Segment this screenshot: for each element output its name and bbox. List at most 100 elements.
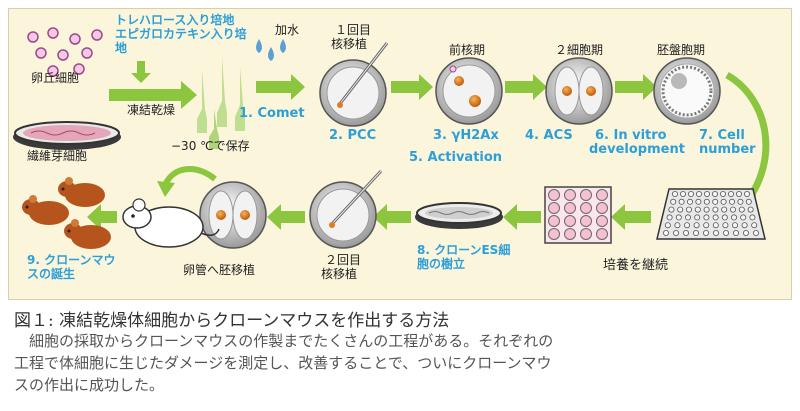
plate-well xyxy=(672,190,679,197)
plate-well xyxy=(548,189,560,201)
plate-well xyxy=(751,222,758,229)
cumulus-cells-icon xyxy=(27,27,103,77)
birth-label-line1: 9. クローンマウ xyxy=(27,253,116,267)
plate-well xyxy=(687,198,694,205)
plate-well xyxy=(740,214,747,221)
cellnum-label-line1: 7. Cell xyxy=(699,128,745,143)
two-cell-embryo-icon xyxy=(545,57,613,125)
plate-well xyxy=(677,206,684,213)
plate-well xyxy=(564,228,576,240)
plate-well xyxy=(723,229,730,236)
arrow-right-icon xyxy=(109,81,197,109)
plate-well xyxy=(749,214,756,221)
plate-well xyxy=(703,214,710,221)
plate-well xyxy=(704,190,711,197)
culture-label: 培養を継続 xyxy=(603,258,669,273)
freeze-dry-label: 凍結乾燥 xyxy=(127,103,176,117)
arrow-left-icon xyxy=(87,204,117,230)
cellnum-label-line2: number xyxy=(699,142,756,157)
plate-well xyxy=(720,198,727,205)
es-label-line1: 8. クローンES細 xyxy=(417,243,511,257)
plate-well xyxy=(694,206,701,213)
h2ax-label: 3. γH2Ax xyxy=(433,128,499,143)
pcc-label: 2. PCC xyxy=(329,128,377,143)
arrow-left-icon xyxy=(373,204,411,230)
diagram-drawing xyxy=(13,27,770,249)
plate-well xyxy=(693,222,700,229)
plate-well xyxy=(722,222,729,229)
two-cell-label: ２細胞期 xyxy=(555,43,604,57)
plate-well xyxy=(753,229,760,236)
plate-well xyxy=(548,228,560,240)
oocyte-nt1-icon xyxy=(319,42,389,127)
oocyte-nt2-icon xyxy=(309,169,383,249)
plate-well xyxy=(666,214,673,221)
freeze-dried-vials-icon xyxy=(197,57,245,149)
fibroblast-label: 繊維芽細胞 xyxy=(27,149,88,163)
plate-well xyxy=(548,202,560,214)
plate-well xyxy=(693,229,700,236)
plate-well xyxy=(713,229,720,236)
invitro-label-line1: 6. In vitro xyxy=(595,128,667,143)
plate-well xyxy=(728,190,735,197)
plate-well xyxy=(745,198,752,205)
arrow-right-icon xyxy=(256,74,305,100)
diagram-panel: 卵丘細胞 繊維芽細胞 トレハロース入り培地 エピガロカテキン入り培 地 凍結乾燥… xyxy=(8,8,792,300)
plate-well xyxy=(564,189,576,201)
plate-well xyxy=(675,214,682,221)
multiwell-plate-96-icon xyxy=(656,188,766,240)
plate-well xyxy=(733,229,740,236)
birth-label-line2: スの誕生 xyxy=(27,267,76,281)
arrow-left-icon xyxy=(611,204,651,230)
plate-well xyxy=(673,229,680,236)
nt1-label-line1: １回目 xyxy=(335,23,372,37)
activation-label: 5. Activation xyxy=(409,150,503,165)
figure-caption-body: 細胞の採取からクローンマウスの作製までたくさんの工程がある。それぞれの 工程で体… xyxy=(14,330,789,396)
plate-well xyxy=(580,189,592,201)
plate-well xyxy=(712,206,719,213)
figure-caption-title: 図１: 凍結乾燥体細胞からクローンマウスを作出する方法 xyxy=(14,311,450,331)
plate-well xyxy=(737,198,744,205)
plate-well xyxy=(668,206,675,213)
plate-well xyxy=(720,190,727,197)
plate-well xyxy=(596,202,608,214)
nt2-label-line2: 核移植 xyxy=(321,267,358,281)
transfer-embryo-icon xyxy=(199,181,267,249)
multiwell-plate-24-icon xyxy=(544,186,612,244)
plate-well xyxy=(684,222,691,229)
plate-well xyxy=(663,229,670,236)
plate-well xyxy=(703,198,710,205)
plate-well xyxy=(674,222,681,229)
plate-well xyxy=(703,222,710,229)
plate-well xyxy=(721,206,728,213)
plate-well xyxy=(695,198,702,205)
arrow-curve-icon xyxy=(162,165,217,187)
blastocyst-icon xyxy=(653,57,721,125)
medium-label-line3: 地 xyxy=(115,41,128,55)
plate-well xyxy=(564,202,576,214)
caption-line-3: スの作出に成功した。 xyxy=(14,376,165,394)
white-mouse-icon xyxy=(122,198,220,248)
plate-well xyxy=(741,222,748,229)
plate-well xyxy=(736,190,743,197)
plate-well xyxy=(680,190,687,197)
arrow-right-icon xyxy=(505,74,547,100)
plate-well xyxy=(696,190,703,197)
plate-well xyxy=(747,206,754,213)
plate-well xyxy=(731,214,738,221)
plate-well xyxy=(730,206,737,213)
plate-well xyxy=(703,206,710,213)
plate-well xyxy=(703,229,710,236)
acs-label: 4. ACS xyxy=(525,128,573,143)
plate-well xyxy=(738,206,745,213)
invitro-label-line2: development xyxy=(589,142,685,157)
plate-well xyxy=(721,214,728,221)
transfer-label: 卵管へ胚移植 xyxy=(183,263,256,277)
fibroblast-dish-icon xyxy=(13,121,121,150)
plate-well xyxy=(712,198,719,205)
plate-well xyxy=(678,198,685,205)
nt2-label-line1: ２回目 xyxy=(325,253,362,267)
plate-well xyxy=(664,222,671,229)
arrow-head-icon xyxy=(157,181,175,197)
plate-well xyxy=(564,215,576,227)
